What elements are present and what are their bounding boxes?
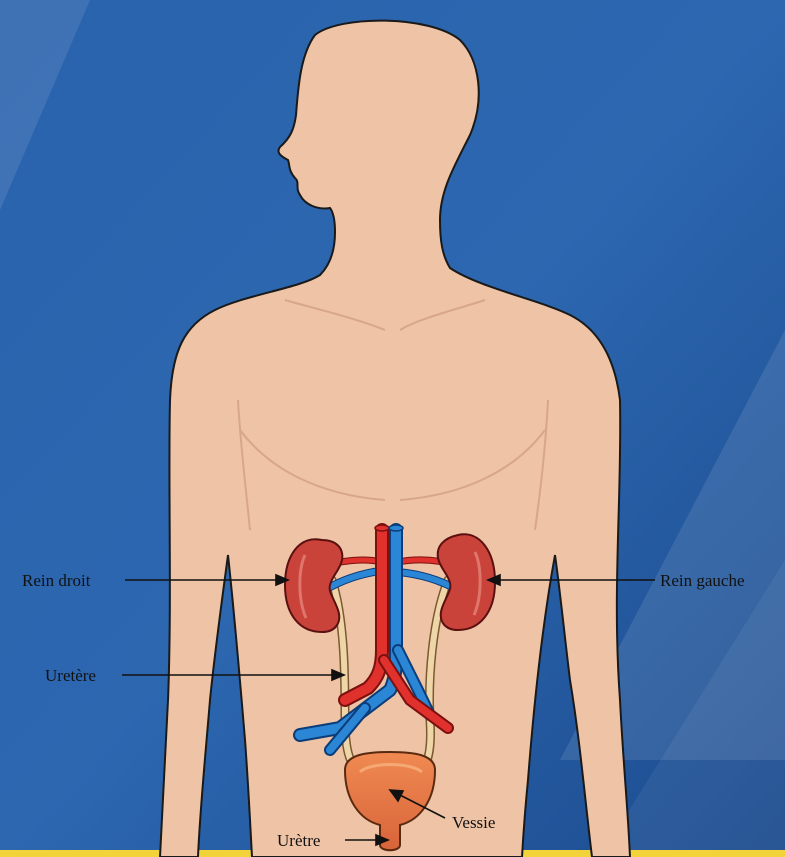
aorta-top (375, 525, 389, 531)
vena-cava-top (389, 525, 403, 531)
label-vessie: Vessie (452, 813, 495, 832)
label-uretere: Uretère (45, 666, 96, 685)
label-rein-droit: Rein droit (22, 571, 91, 590)
label-uretre: Urètre (277, 831, 320, 850)
label-rein-gauche: Rein gauche (660, 571, 745, 590)
